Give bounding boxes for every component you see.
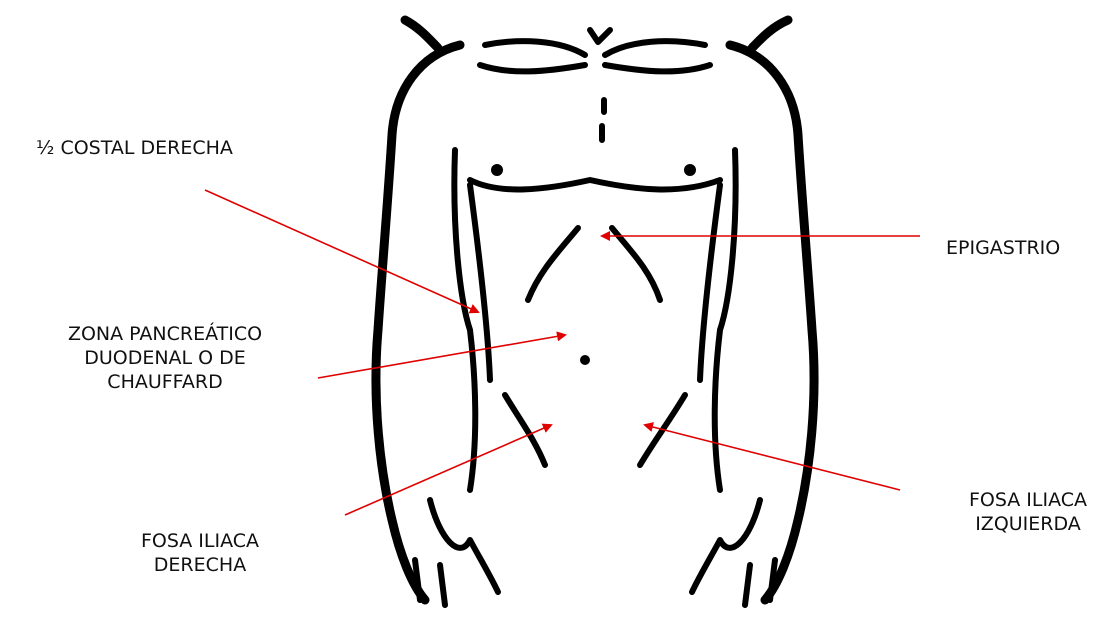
- label-fosa-iliaca-izquierda: FOSA ILIACA IZQUIERDA: [948, 488, 1108, 536]
- abdomen-details: [505, 228, 685, 465]
- chest-details: [470, 30, 720, 189]
- label-costal-derecha: ½ COSTAL DERECHA: [36, 136, 233, 160]
- arrow-costal: [205, 190, 478, 312]
- arrow-pancreatico: [318, 335, 565, 378]
- label-fosa-iliaca-derecha: FOSA ILIACA DERECHA: [120, 529, 280, 577]
- torso-outline: [376, 20, 814, 605]
- label-epigastrio: EPIGASTRIO: [946, 236, 1060, 260]
- label-zona-pancreatico: ZONA PANCREÁTICO DUODENAL O DE CHAUFFARD: [40, 322, 290, 394]
- arrow-fosa-izquierda: [645, 425, 900, 490]
